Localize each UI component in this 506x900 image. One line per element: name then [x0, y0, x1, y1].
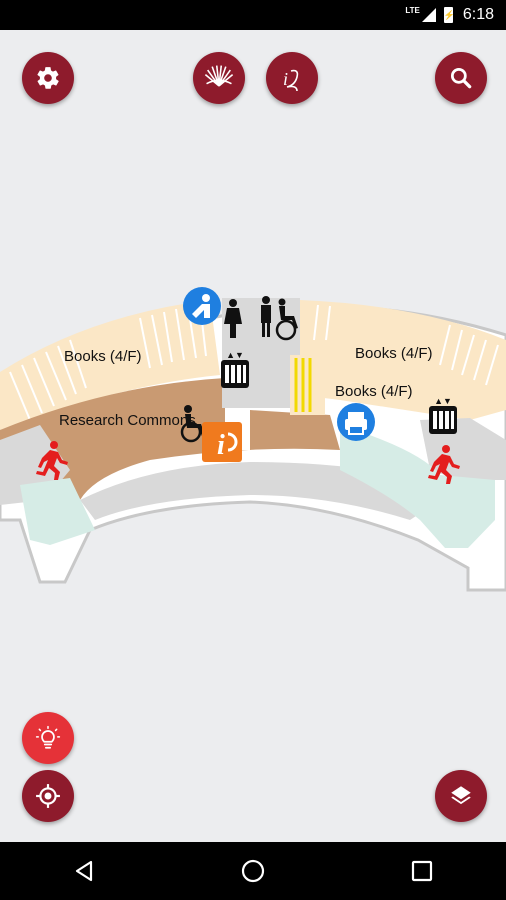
locate-button[interactable]: [22, 770, 74, 822]
svg-text:▲▼: ▲▼: [434, 396, 452, 406]
wheelchair-icon[interactable]: [176, 404, 212, 449]
printer-icon[interactable]: [336, 402, 376, 447]
nav-back-button[interactable]: [54, 842, 114, 900]
green-zone-left: [20, 478, 95, 545]
fan-logo-icon: [204, 65, 234, 87]
nav-recents-button[interactable]: [392, 842, 452, 900]
layers-icon: [451, 786, 471, 805]
stairs-stripes: [294, 358, 312, 412]
gear-icon: [37, 67, 59, 89]
search-icon: [450, 67, 472, 89]
back-icon: [76, 860, 93, 882]
label-books-left: Books (4/F): [64, 348, 142, 365]
elevator-icon-center[interactable]: ▲▼: [220, 350, 250, 395]
lightbulb-icon: [35, 725, 61, 749]
elevator-icon-right[interactable]: ▲▼: [428, 396, 458, 441]
green-zone-right: [340, 425, 495, 548]
label-books-right-bottom: Books (4/F): [335, 383, 413, 400]
label-research-commons: Research Commons: [59, 412, 196, 429]
female-restroom-icon[interactable]: [222, 298, 244, 345]
library-logo-button[interactable]: [193, 52, 245, 104]
lightbulb-button[interactable]: [22, 712, 74, 764]
emergency-exit-icon-left[interactable]: [32, 440, 70, 485]
corridor: [80, 462, 440, 520]
battery-icon: ⚡: [443, 7, 455, 23]
search-button[interactable]: [435, 52, 487, 104]
network-type: LTE: [405, 6, 420, 15]
nav-home-button[interactable]: [223, 842, 283, 900]
svg-text:▲▼: ▲▼: [226, 350, 244, 360]
layers-button[interactable]: [435, 770, 487, 822]
settings-button[interactable]: [22, 52, 74, 104]
accessible-restroom-icon[interactable]: [258, 294, 306, 347]
research-commons-zone: [0, 378, 340, 500]
floor-map[interactable]: Books (4/F) Books (4/F) Books (4/F) Rese…: [0, 30, 506, 842]
emergency-exit-icon-right[interactable]: [424, 444, 462, 491]
books-zone-right: [300, 300, 506, 420]
svg-text:i: i: [283, 69, 288, 89]
status-bar: LTE ⚡ 6:18: [0, 0, 506, 30]
books-zone-left: [0, 300, 220, 430]
locate-icon: [36, 784, 60, 808]
script-logo-icon: i: [283, 69, 299, 92]
status-time: 6:18: [462, 6, 494, 23]
label-books-right-top: Books (4/F): [355, 345, 433, 362]
svg-text:i: i: [217, 430, 225, 461]
home-icon: [241, 859, 265, 883]
shelves-right: [313, 304, 499, 386]
recents-icon: [411, 860, 432, 882]
system-nav-bar: [0, 842, 506, 900]
signal-icon: [421, 8, 436, 22]
information-icon[interactable]: i: [202, 422, 242, 467]
app-logo-button[interactable]: i: [266, 52, 318, 104]
help-desk-icon[interactable]: [182, 286, 222, 331]
shelves-left: [9, 303, 207, 421]
